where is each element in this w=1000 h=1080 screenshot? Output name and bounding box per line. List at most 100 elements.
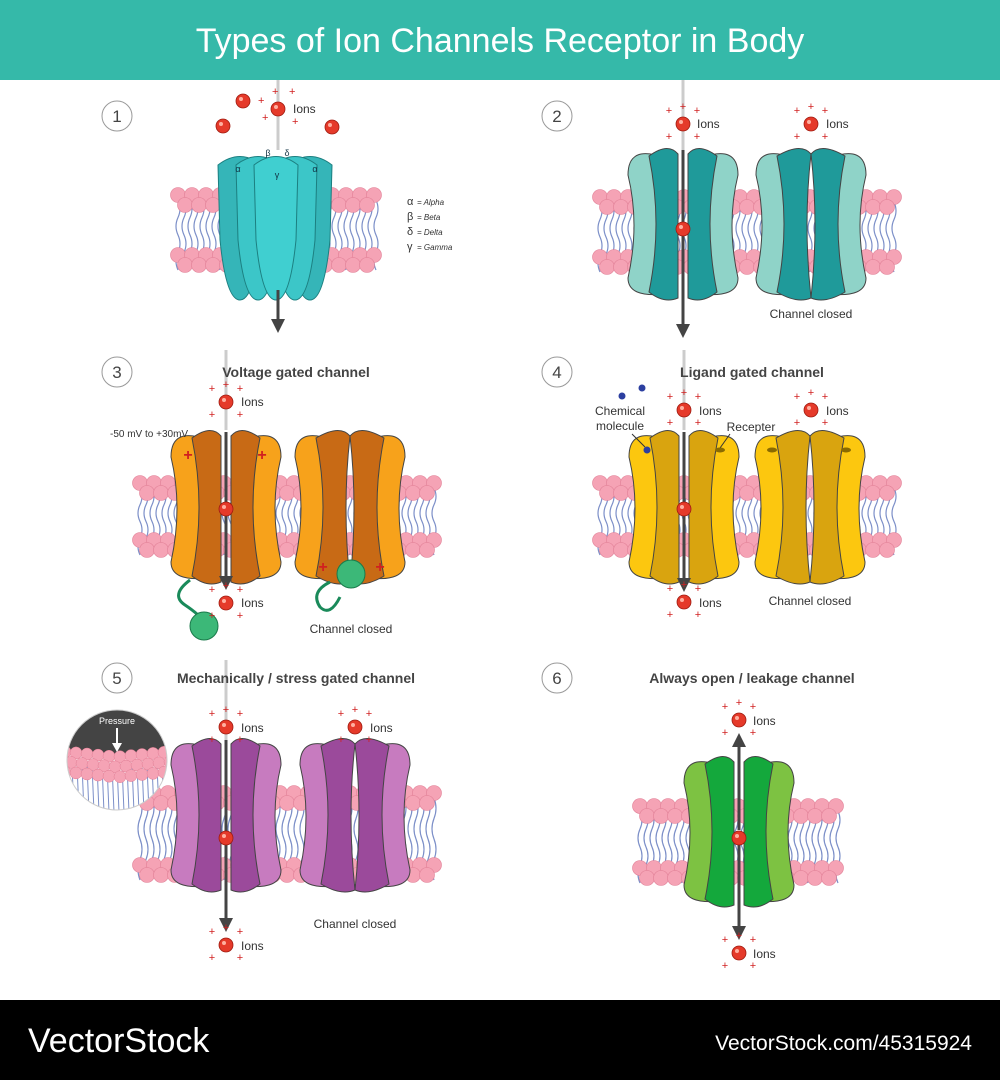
panel-number-4: 4 bbox=[541, 356, 573, 388]
svg-text:1: 1 bbox=[112, 107, 121, 126]
lipid-head bbox=[153, 542, 169, 558]
svg-text:+: + bbox=[681, 387, 687, 399]
footer-bar bbox=[0, 1000, 1000, 1080]
ion bbox=[731, 712, 747, 728]
channel-closed-label: Channel closed bbox=[314, 917, 397, 931]
ion-charge: + bbox=[292, 116, 298, 128]
lipid-head bbox=[739, 542, 755, 558]
svg-text:+: + bbox=[223, 379, 229, 391]
footer-brand: VectorStock bbox=[28, 1022, 210, 1060]
ion bbox=[731, 830, 747, 846]
svg-text:+: + bbox=[681, 579, 687, 591]
svg-text:= Beta: = Beta bbox=[417, 213, 441, 222]
lipid-head bbox=[153, 867, 169, 883]
svg-text:+: + bbox=[209, 734, 215, 746]
ligand-gated-closed-channel bbox=[754, 430, 866, 585]
inactivation-gate-tether bbox=[315, 580, 342, 612]
receptor-site bbox=[841, 447, 851, 453]
ion-charges: +++++ bbox=[722, 697, 756, 739]
lipid-head bbox=[599, 199, 615, 215]
lipid-head bbox=[821, 870, 837, 886]
panel-number-2: 2 bbox=[541, 100, 573, 132]
ion bbox=[218, 501, 234, 517]
lipid-head bbox=[205, 257, 221, 273]
lipid-head bbox=[419, 795, 435, 811]
ion-flow-arrow bbox=[732, 733, 746, 830]
ion-charge: + bbox=[289, 86, 295, 98]
ion-charges: +++++ bbox=[209, 922, 243, 964]
channel-subunit-inner bbox=[648, 148, 679, 301]
channel-subunit-inner bbox=[810, 148, 846, 301]
svg-text:+: + bbox=[237, 610, 243, 622]
svg-text:+: + bbox=[695, 583, 701, 595]
lipid-head bbox=[153, 795, 169, 811]
lipid-head bbox=[177, 197, 193, 213]
pressure-arrow-head bbox=[112, 743, 122, 752]
lipid-head bbox=[865, 485, 881, 501]
ion bbox=[675, 221, 691, 237]
svg-text:+: + bbox=[808, 387, 814, 399]
lipid-head bbox=[153, 485, 169, 501]
channel-subunit-inner bbox=[230, 738, 261, 893]
ion bbox=[676, 501, 692, 517]
svg-text:+: + bbox=[237, 734, 243, 746]
lipid-head bbox=[139, 867, 155, 883]
inactivation-gate-ball bbox=[336, 559, 366, 589]
svg-text:+: + bbox=[736, 697, 742, 709]
ion-charges: +++++ bbox=[667, 387, 701, 429]
subunit-label: β bbox=[265, 148, 270, 158]
channel-subunit-inner bbox=[776, 148, 812, 301]
ions-label: Ions bbox=[293, 102, 316, 116]
ion bbox=[676, 402, 692, 418]
inactivation-gate-ball bbox=[189, 611, 219, 641]
lipid-head bbox=[865, 199, 881, 215]
channel-subunit-inner bbox=[354, 738, 390, 893]
svg-text:+: + bbox=[666, 105, 672, 117]
svg-text:+: + bbox=[694, 131, 700, 143]
receptor-subunit bbox=[253, 156, 299, 301]
ion-flow-arrow bbox=[676, 150, 690, 338]
lipid-head bbox=[599, 542, 615, 558]
lipid-head bbox=[793, 870, 809, 886]
channel-closed-label: Channel closed bbox=[310, 622, 393, 636]
svg-text:+: + bbox=[237, 708, 243, 720]
panel-3-title: Voltage gated channel bbox=[222, 364, 370, 380]
channel-subunit-inner bbox=[230, 430, 261, 585]
svg-text:2: 2 bbox=[552, 107, 561, 126]
ion bbox=[675, 116, 691, 132]
svg-text:+: + bbox=[209, 610, 215, 622]
channel-closed-label: Channel closed bbox=[769, 594, 852, 608]
channel-subunit-inner bbox=[688, 430, 719, 585]
chemical-molecule bbox=[638, 384, 646, 392]
svg-text:+: + bbox=[694, 105, 700, 117]
svg-text:+: + bbox=[750, 960, 756, 972]
lipid-head bbox=[191, 197, 207, 213]
svg-text:+: + bbox=[237, 584, 243, 596]
svg-text:+: + bbox=[223, 704, 229, 716]
footer-url: VectorStock.com/45315924 bbox=[715, 1032, 972, 1055]
svg-text:+: + bbox=[822, 417, 828, 429]
lipid-head bbox=[879, 485, 895, 501]
mechanically-gated-closed-channel bbox=[299, 738, 411, 893]
svg-text:+: + bbox=[680, 101, 686, 113]
svg-text:+: + bbox=[209, 383, 215, 395]
lipid-head bbox=[639, 870, 655, 886]
subunit-label: α bbox=[312, 164, 317, 174]
svg-text:δ: δ bbox=[407, 226, 413, 238]
svg-text:+: + bbox=[209, 708, 215, 720]
ion bbox=[218, 394, 234, 410]
chemical-molecule-label-line2: molecule bbox=[596, 419, 644, 433]
svg-text:+: + bbox=[822, 391, 828, 403]
svg-text:+: + bbox=[794, 391, 800, 403]
lipid-head bbox=[419, 485, 435, 501]
ion-charge: + bbox=[272, 86, 278, 98]
svg-text:+: + bbox=[223, 580, 229, 592]
lipid-head bbox=[139, 485, 155, 501]
ion-charges: +++++ bbox=[209, 379, 243, 421]
svg-text:6: 6 bbox=[552, 669, 561, 688]
pointer-line bbox=[719, 433, 731, 449]
lipid-head bbox=[739, 199, 755, 215]
svg-text:+: + bbox=[237, 383, 243, 395]
ion-charge: + bbox=[262, 112, 268, 124]
